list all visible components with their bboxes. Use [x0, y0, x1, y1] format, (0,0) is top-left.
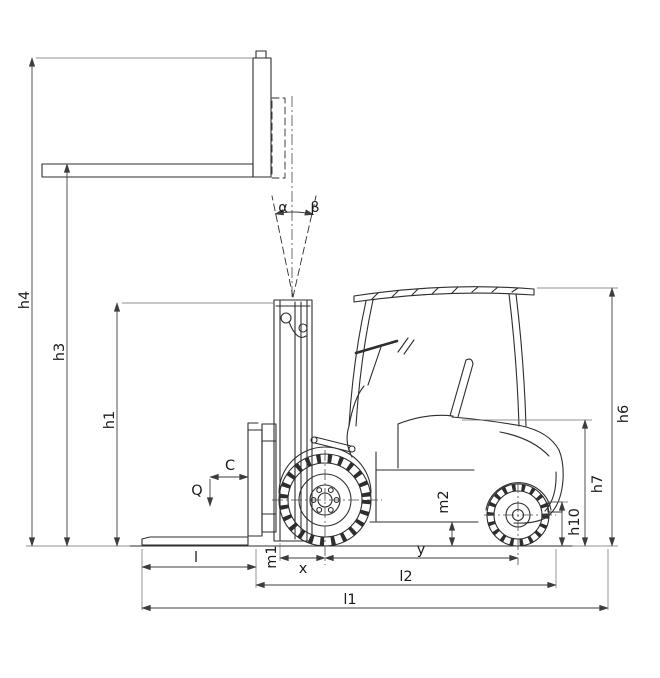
label-l1: l1 — [343, 592, 356, 608]
label-h6: h6 — [616, 405, 632, 423]
tilt-angle-arc — [274, 209, 315, 216]
label-x: x — [299, 561, 308, 577]
chain-sheave — [280, 312, 292, 324]
rear-fender — [485, 482, 552, 511]
label-h1: h1 — [102, 411, 118, 429]
label-c: C — [225, 458, 235, 474]
raised-fork-phantom — [41, 50, 286, 179]
dimension-lines — [28, 57, 616, 612]
fork-lowered — [141, 422, 263, 546]
dash-cowl — [348, 385, 365, 427]
label-m1: m1 — [264, 545, 280, 568]
hose-pulley — [298, 323, 308, 333]
steering-column — [367, 346, 382, 386]
extension-lines — [26, 57, 618, 610]
front-fender — [278, 446, 372, 494]
label-h4: h4 — [17, 291, 33, 309]
label-y: y — [417, 542, 426, 558]
truck-body — [278, 337, 564, 524]
label-m2: m2 — [436, 490, 452, 513]
label-h3: h3 — [52, 343, 68, 361]
mast-tilt-construction — [271, 96, 317, 298]
label-h10: h10 — [567, 508, 583, 536]
dimension-labels: h4 h3 h1 h6 h7 h10 m2 m1 α β C Q x y l l… — [17, 200, 632, 608]
label-l2: l2 — [399, 569, 412, 585]
tilt-line-forward — [271, 195, 294, 298]
tilt-line-backward — [292, 195, 317, 298]
label-h7: h7 — [590, 475, 606, 493]
label-q: Q — [191, 483, 202, 499]
steering-wheel — [354, 339, 399, 355]
axle-centerlines — [272, 450, 556, 565]
label-alpha: α — [278, 200, 288, 216]
front-tire-tread — [279, 454, 371, 546]
seat-back — [449, 359, 467, 417]
label-beta: β — [310, 200, 319, 216]
seat-cushion — [397, 414, 454, 425]
label-l: l — [194, 550, 198, 566]
forklift-drawing — [41, 50, 573, 565]
roof-slats — [371, 286, 519, 300]
overhead-guard — [348, 286, 535, 427]
